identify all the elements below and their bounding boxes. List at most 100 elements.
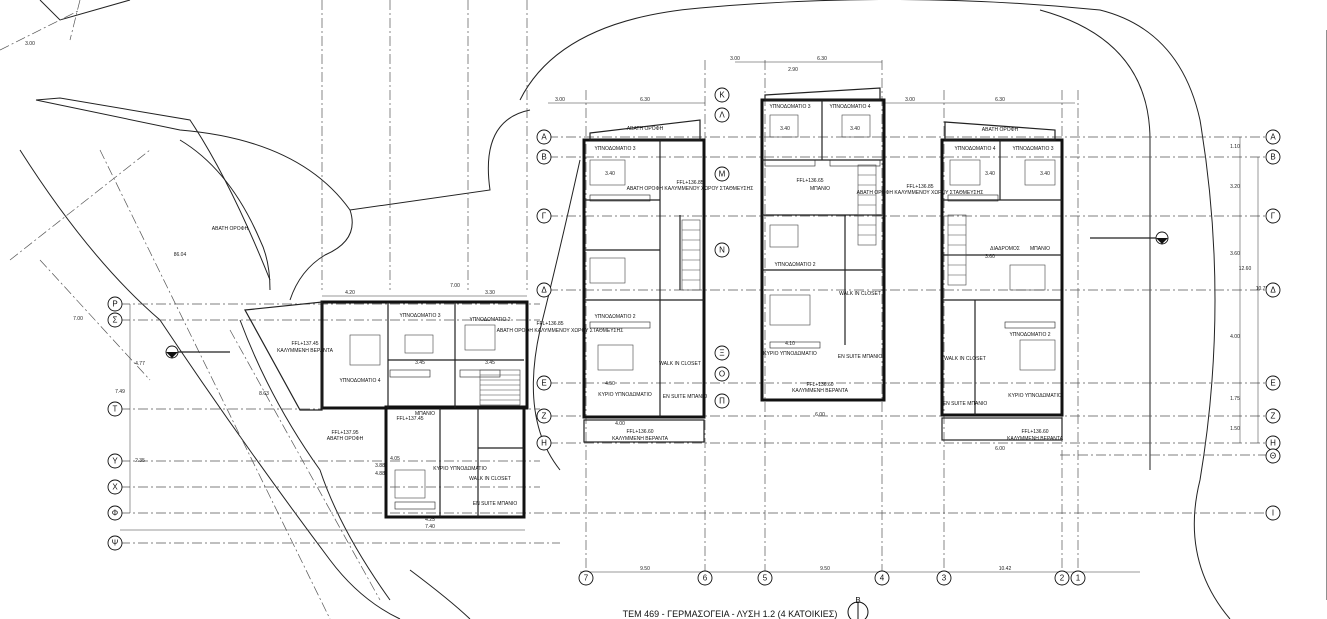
h1-level-l2b: FFL+137.45 xyxy=(396,416,423,422)
diagonal-guides xyxy=(0,0,381,619)
h4-bedroom-4: ΥΠΝΟΔΩΜΑΤΙΟ 4 xyxy=(954,146,995,152)
h4-walkin: WALK IN CLOSET xyxy=(944,356,986,362)
h3-bath: ΜΠΑΝΙΟ xyxy=(810,186,830,192)
dim-175: 1.75 xyxy=(1230,396,1240,402)
h2-parking-roof: ΑΒΑΤΗ ΟΡΟΦΗ ΚΑΛΥΜΜΕΝΟΥ ΧΩΡΟΥ ΣΤΑΘΜΕΥΣΗΣ xyxy=(627,186,754,192)
bubble-bottom-1: 1 xyxy=(1076,574,1081,583)
h3-dim-600: 6.00 xyxy=(815,412,825,418)
h1-dim-345a: 3.45 xyxy=(415,360,425,366)
bubble-right-I: I xyxy=(1272,509,1274,518)
h3-bedroom-2: ΥΠΝΟΔΩΜΑΤΙΟ 2 xyxy=(774,262,815,268)
h1-bedroom-2: ΥΠΝΟΔΩΜΑΤΙΟ 2 xyxy=(469,317,510,323)
h3-master: ΚΥΡΙΟ ΥΠΝΟΔΩΜΑΤΙΟ xyxy=(763,351,817,357)
h2-dim-400: 4.00 xyxy=(615,421,625,427)
h2-dim-340: 3.40 xyxy=(605,171,615,177)
dim-863: 8.63 xyxy=(259,391,269,397)
grid-bubbles-mid: K Λ M N Ξ O Π xyxy=(714,87,730,409)
bubble-left-Phi: Φ xyxy=(112,509,118,518)
h1-level-l2: FFL+137.45 xyxy=(291,341,318,347)
dim-top-630a: 6.30 xyxy=(640,97,650,103)
h3-bedroom-3: ΥΠΝΟΔΩΜΑΤΙΟ 3 xyxy=(769,104,810,110)
h1-dim-388: 3.88 xyxy=(375,463,385,469)
dim-150: 1.50 xyxy=(1230,426,1240,432)
dim-320: 3.20 xyxy=(1230,184,1240,190)
h1-bedroom-3: ΥΠΝΟΔΩΜΑΤΙΟ 3 xyxy=(399,313,440,319)
h1-master: ΚΥΡΙΟ ΥΠΝΟΔΩΜΑΤΙΟ xyxy=(433,466,487,472)
h3-dim-340b: 3.40 xyxy=(850,126,860,132)
h2-veranda: ΚΑΛΥΜΜΕΝΗ ΒΕΡΑΝΤΑ xyxy=(612,436,669,442)
h3-dim-340a: 3.40 xyxy=(780,126,790,132)
h4-dim-340a: 3.40 xyxy=(985,171,995,177)
dim-top-335: 3.30 xyxy=(485,290,495,296)
dim-110: 1.10 xyxy=(1230,144,1240,150)
bubble-bottom-2: 2 xyxy=(1060,574,1065,583)
bubble-left-Psi: Ψ xyxy=(112,539,119,548)
dim-top-630b: 6.30 xyxy=(817,56,827,62)
dim-top-290: 2.90 xyxy=(788,67,798,73)
bubble-ml-Z: Z xyxy=(542,412,547,421)
bubble-mid-N: N xyxy=(719,246,725,255)
bubble-bottom-7: 7 xyxy=(584,574,589,583)
north-arrow-letter: B xyxy=(855,596,860,605)
bubble-ml-A: A xyxy=(541,133,547,142)
bubble-bottom-3: 3 xyxy=(942,574,947,583)
h2-ensuite: EN SUITE ΜΠΑΝΙΟ xyxy=(663,394,708,400)
bubble-bottom-5: 5 xyxy=(763,574,768,583)
dim-950: 9.50 xyxy=(640,566,650,572)
h4-landing: ΔΙΑΔΡΟΜΟΣ xyxy=(990,246,1020,252)
dim-1042: 10.42 xyxy=(999,566,1012,572)
grid-bubbles-left: P Σ T Y X Φ Ψ xyxy=(107,296,123,551)
grid-bubbles-bottom: 7 6 5 4 3 2 1 xyxy=(578,570,1086,586)
dim-top-700: 7.00 xyxy=(450,283,460,289)
north-arrow: B xyxy=(847,596,869,619)
h2-level-l5: FFL+136.60 xyxy=(626,429,653,435)
bubble-ml-D: Δ xyxy=(541,286,547,295)
h2-bedroom-3: ΥΠΝΟΔΩΜΑΤΙΟ 3 xyxy=(594,146,635,152)
grid-lines-horizontal xyxy=(120,136,1270,544)
house-2: ΥΠΝΟΔΩΜΑΤΙΟ 3 ΥΠΝΟΔΩΜΑΤΙΟ 2 ΚΥΡΙΟ ΥΠΝΟΔΩ… xyxy=(582,119,754,443)
h3-bedroom-4: ΥΠΝΟΔΩΜΑΤΙΟ 4 xyxy=(829,104,870,110)
h1-bath: ΜΠΑΝΙΟ xyxy=(415,411,435,417)
bubble-mid-Xi: Ξ xyxy=(719,349,724,358)
h3-ensuite: EN SUITE ΜΠΑΝΙΟ xyxy=(838,354,883,360)
h4-bath: ΜΠΑΝΙΟ xyxy=(1030,246,1050,252)
dim-950b: 9.50 xyxy=(820,566,830,572)
bubble-left-T: T xyxy=(113,405,118,414)
h3-walkin: WALK IN CLOSET xyxy=(839,291,881,297)
h4-dim-340b: 3.40 xyxy=(1040,171,1050,177)
bubble-left-X: X xyxy=(112,483,118,492)
h4-parking-roof: ΑΒΑΤΗ ΟΡΟΦΗ ΚΑΛΥΜΜΕΝΟΥ ΧΩΡΟΥ ΣΤΑΘΜΕΥΣΗΣ xyxy=(857,190,984,196)
drawing-caption: ΤΕΜ 469 - ΓΕΡΜΑΣΟΓΕΙΑ - ΛΥΣΗ 1.2 (4 ΚΑΤΟ… xyxy=(623,609,838,619)
h4-level: FFL+136.85 xyxy=(906,184,933,190)
dim-top-300a: 3.00 xyxy=(555,97,565,103)
dim-top-300c: 3.00 xyxy=(905,97,915,103)
h3-veranda: ΚΑΛΥΜΜΕΝΗ ΒΕΡΑΝΤΑ xyxy=(792,388,849,394)
bubble-ml-H: H xyxy=(541,439,547,448)
grid-bubbles-mid-left: A B Γ Δ E Z H xyxy=(536,129,552,451)
dim-400: 4.00 xyxy=(1230,334,1240,340)
dim-235: 2.35 xyxy=(135,458,145,464)
h3-dim-410: 4.10 xyxy=(785,341,795,347)
bubble-right-Z: Z xyxy=(1271,412,1276,421)
bubble-right-D: Δ xyxy=(1270,286,1276,295)
bubble-right-E: E xyxy=(1270,379,1275,388)
dim-700: 7.00 xyxy=(73,316,83,322)
bubble-mid-O: O xyxy=(719,370,725,379)
left-dimensions: 7.49 4.77 2.35 7.00 86.04 8.63 3.00 xyxy=(25,41,269,513)
dim-top-420: 4.20 xyxy=(345,290,355,296)
bubble-right-G: Γ xyxy=(1271,212,1276,221)
section-markers xyxy=(165,231,1169,359)
house-1: ΥΠΝΟΔΩΜΑΤΙΟ 4 ΥΠΝΟΔΩΜΑΤΙΟ 3 ΥΠΝΟΔΩΜΑΤΙΟ … xyxy=(212,226,624,519)
dim-300-top: 3.00 xyxy=(25,41,35,47)
right-dimensions: 12.60 10.75 1.10 3.20 3.60 4.00 1.75 1.5… xyxy=(1230,137,1268,443)
grid-bubbles-right: A B Γ Δ E Z H Θ I xyxy=(1265,129,1281,521)
dim-360: 3.60 xyxy=(1230,251,1240,257)
dim-8604: 86.04 xyxy=(174,252,187,258)
bubble-mid-L: Λ xyxy=(719,111,725,120)
bubble-mid-M: M xyxy=(719,170,726,179)
h1-dim-345b: 3.45 xyxy=(485,360,495,366)
h1-parking-roof: ΑΒΑΤΗ ΟΡΟΦΗ ΚΑΛΥΜΜΕΝΟΥ ΧΩΡΟΥ ΣΤΑΘΜΕΥΣΗΣ xyxy=(497,328,624,334)
dim-425: 4.25 xyxy=(425,517,435,523)
h1-dim-405: 4.05 xyxy=(390,456,400,462)
bubble-left-P: P xyxy=(112,300,117,309)
